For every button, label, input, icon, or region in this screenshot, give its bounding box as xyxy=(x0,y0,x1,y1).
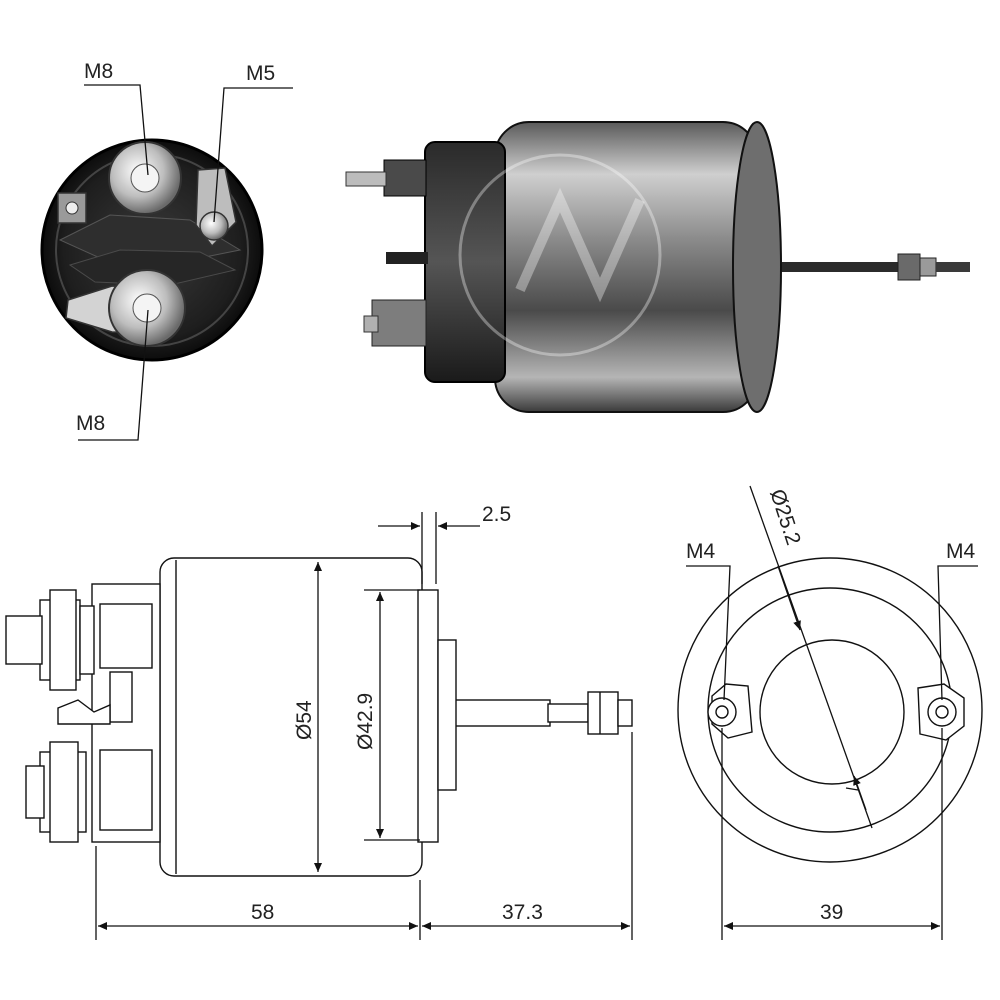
label-m8-top: M8 xyxy=(84,60,113,83)
leader-m5 xyxy=(213,87,293,223)
side-view-photo xyxy=(345,121,970,413)
mounting-hole-right xyxy=(917,683,965,741)
leader-m8-bottom xyxy=(78,309,149,441)
dim-hole-spacing-label: 39 xyxy=(820,901,843,924)
label-m4-right: M4 xyxy=(946,540,975,563)
label-m4-left: M4 xyxy=(686,540,715,563)
dim-flange-label: 2.5 xyxy=(482,503,511,526)
dim-bore-label: Ø25.2 xyxy=(765,486,805,548)
mounting-hole-left xyxy=(707,683,753,739)
dim-body-length-label: 58 xyxy=(251,901,274,924)
dim-plunger-length-label: 37.3 xyxy=(502,901,543,924)
side-technical-drawing: 2.5 Ø54 Ø42.9 58 37.3 xyxy=(5,503,633,940)
end-view-photo: M8 M5 M8 xyxy=(40,60,293,441)
bore-circle xyxy=(759,639,905,785)
dim-inner-diameter-label: Ø42.9 xyxy=(354,693,377,750)
watermark-logo xyxy=(515,187,645,303)
solenoid-body-outline xyxy=(159,557,423,877)
label-m5: M5 xyxy=(246,62,275,85)
dim-body-diameter-label: Ø54 xyxy=(293,700,316,740)
label-m8-bottom: M8 xyxy=(76,412,105,435)
leader-m8-top xyxy=(84,84,149,176)
front-technical-drawing: Ø25.2 M4 M4 39 xyxy=(677,485,983,940)
m5-terminal xyxy=(199,211,229,241)
